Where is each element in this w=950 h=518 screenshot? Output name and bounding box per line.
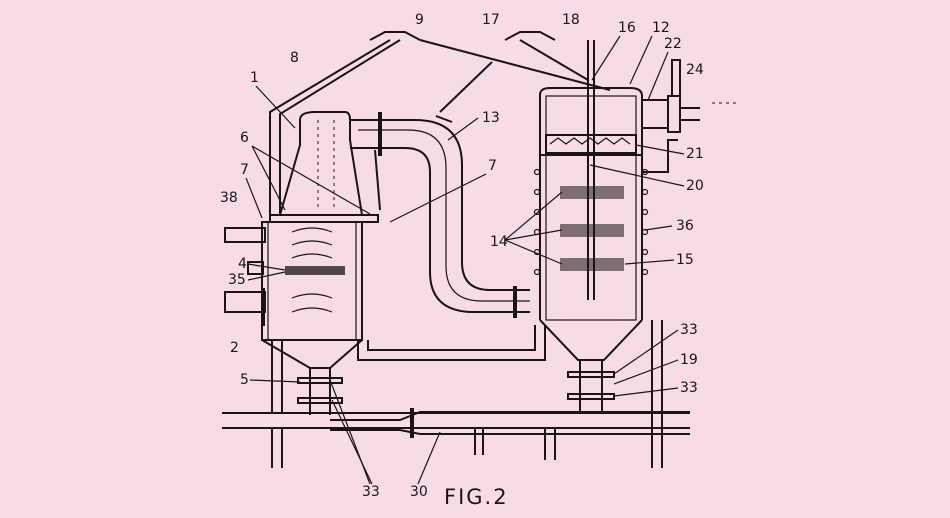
label-18: 18 <box>562 12 580 28</box>
reference-labels: 1 8 9 17 18 16 12 22 24 13 6 7 7 38 4 35… <box>220 12 704 500</box>
label-15: 15 <box>676 252 694 268</box>
right-reactor-12 <box>533 40 740 412</box>
label-22: 22 <box>664 36 682 52</box>
label-7a: 7 <box>240 162 249 178</box>
label-14: 14 <box>490 234 508 250</box>
label-33a: 33 <box>680 322 698 338</box>
leader-lines <box>245 35 685 485</box>
label-20: 20 <box>686 178 704 194</box>
connecting-duct-13 <box>350 112 530 318</box>
label-13: 13 <box>482 110 500 126</box>
label-16: 16 <box>618 20 636 36</box>
label-1: 1 <box>250 70 259 86</box>
return-duct <box>357 325 546 361</box>
label-4: 4 <box>238 256 247 272</box>
label-2: 2 <box>230 340 239 356</box>
label-21: 21 <box>686 146 704 162</box>
label-8: 8 <box>290 50 299 66</box>
label-33b: 33 <box>680 380 698 396</box>
label-33c: 33 <box>362 484 380 500</box>
label-5: 5 <box>240 372 249 388</box>
figure-caption: FIG.2 <box>444 485 509 509</box>
left-reactor <box>224 111 379 415</box>
label-7b: 7 <box>488 158 497 174</box>
label-35: 35 <box>228 272 246 288</box>
label-17: 17 <box>482 12 500 28</box>
bottom-pipe-30 <box>330 408 690 438</box>
drawing-sheet <box>205 0 750 518</box>
label-38: 38 <box>220 190 238 206</box>
label-19: 19 <box>680 352 698 368</box>
label-6: 6 <box>240 130 249 146</box>
support-frame <box>222 320 690 468</box>
label-36: 36 <box>676 218 694 234</box>
label-30: 30 <box>410 484 428 500</box>
label-12: 12 <box>652 20 670 36</box>
label-24: 24 <box>686 62 704 78</box>
label-9: 9 <box>415 12 424 28</box>
